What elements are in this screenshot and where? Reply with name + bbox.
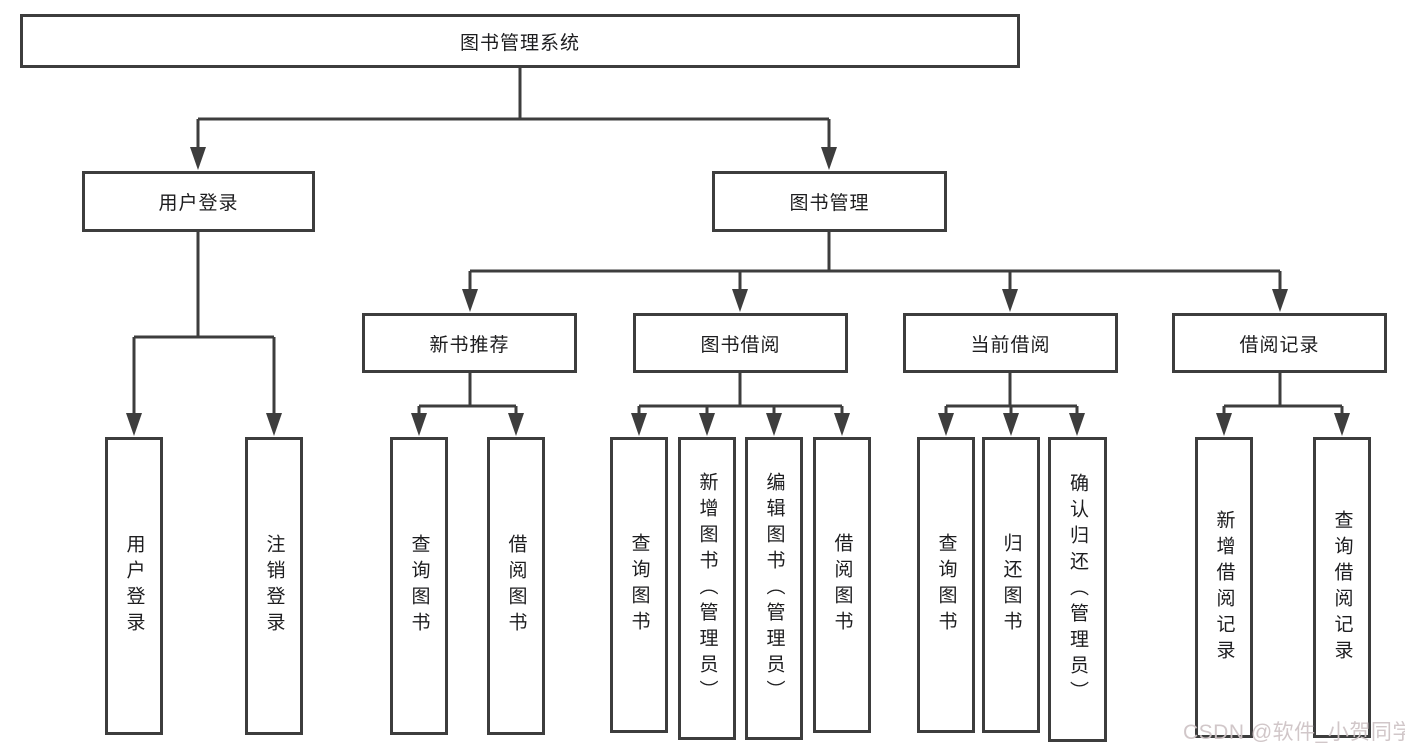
leaf-query-books-borrow-label: 查询图书 bbox=[628, 533, 650, 637]
leaf-add-borrow-record-label: 新增借阅记录 bbox=[1213, 509, 1235, 666]
leaf-query-borrow-record: 查询借阅记录 bbox=[1313, 437, 1371, 738]
leaf-add-books-admin: 新增图书（管理员） bbox=[678, 437, 736, 740]
leaf-user-login: 用户登录 bbox=[105, 437, 163, 735]
leaf-confirm-return-admin: 确认归还（管理员） bbox=[1048, 437, 1107, 742]
leaf-add-books-admin-label: 新增图书（管理员） bbox=[696, 471, 718, 706]
leaf-logout-label: 注销登录 bbox=[263, 534, 285, 638]
node-book-management-branch: 图书管理 bbox=[712, 171, 947, 232]
leaf-query-books-recommend-label: 查询图书 bbox=[408, 534, 430, 638]
leaf-logout: 注销登录 bbox=[245, 437, 303, 735]
leaf-query-borrow-record-label: 查询借阅记录 bbox=[1331, 509, 1353, 666]
csdn-watermark: CSDN @软件_小贺同学 bbox=[1183, 721, 1405, 744]
leaf-borrow-books-label: 借阅图书 bbox=[831, 533, 853, 637]
leaf-borrow-books: 借阅图书 bbox=[813, 437, 871, 733]
leaf-return-books: 归还图书 bbox=[982, 437, 1040, 733]
node-borrow-records: 借阅记录 bbox=[1172, 313, 1387, 373]
leaf-confirm-return-admin-label: 确认归还（管理员） bbox=[1067, 472, 1088, 707]
leaf-query-books-current: 查询图书 bbox=[917, 437, 975, 733]
leaf-borrow-books-recommend: 借阅图书 bbox=[487, 437, 545, 735]
leaf-query-books-recommend: 查询图书 bbox=[390, 437, 448, 735]
leaf-user-login-label: 用户登录 bbox=[123, 534, 145, 638]
node-book-borrow-label: 图书借阅 bbox=[700, 334, 781, 356]
leaf-return-books-label: 归还图书 bbox=[1000, 533, 1022, 637]
node-root-label: 图书管理系统 bbox=[459, 32, 580, 54]
leaf-edit-books-admin-label: 编辑图书（管理员） bbox=[763, 471, 785, 706]
node-user-login-branch: 用户登录 bbox=[82, 171, 315, 232]
node-new-book-recommend: 新书推荐 bbox=[362, 313, 577, 373]
node-root: 图书管理系统 bbox=[20, 14, 1020, 68]
node-book-borrow: 图书借阅 bbox=[633, 313, 848, 373]
leaf-edit-books-admin: 编辑图书（管理员） bbox=[745, 437, 803, 740]
leaf-query-books-borrow: 查询图书 bbox=[610, 437, 668, 733]
node-borrow-records-label: 借阅记录 bbox=[1239, 334, 1320, 356]
node-current-borrow-label: 当前借阅 bbox=[970, 334, 1051, 356]
leaf-query-books-current-label: 查询图书 bbox=[935, 533, 957, 637]
node-user-login-branch-label: 用户登录 bbox=[158, 193, 239, 214]
leaf-add-borrow-record: 新增借阅记录 bbox=[1195, 437, 1253, 738]
node-current-borrow: 当前借阅 bbox=[903, 313, 1118, 373]
node-new-book-recommend-label: 新书推荐 bbox=[429, 334, 510, 356]
node-book-management-branch-label: 图书管理 bbox=[789, 193, 870, 214]
leaf-borrow-books-recommend-label: 借阅图书 bbox=[505, 534, 527, 638]
